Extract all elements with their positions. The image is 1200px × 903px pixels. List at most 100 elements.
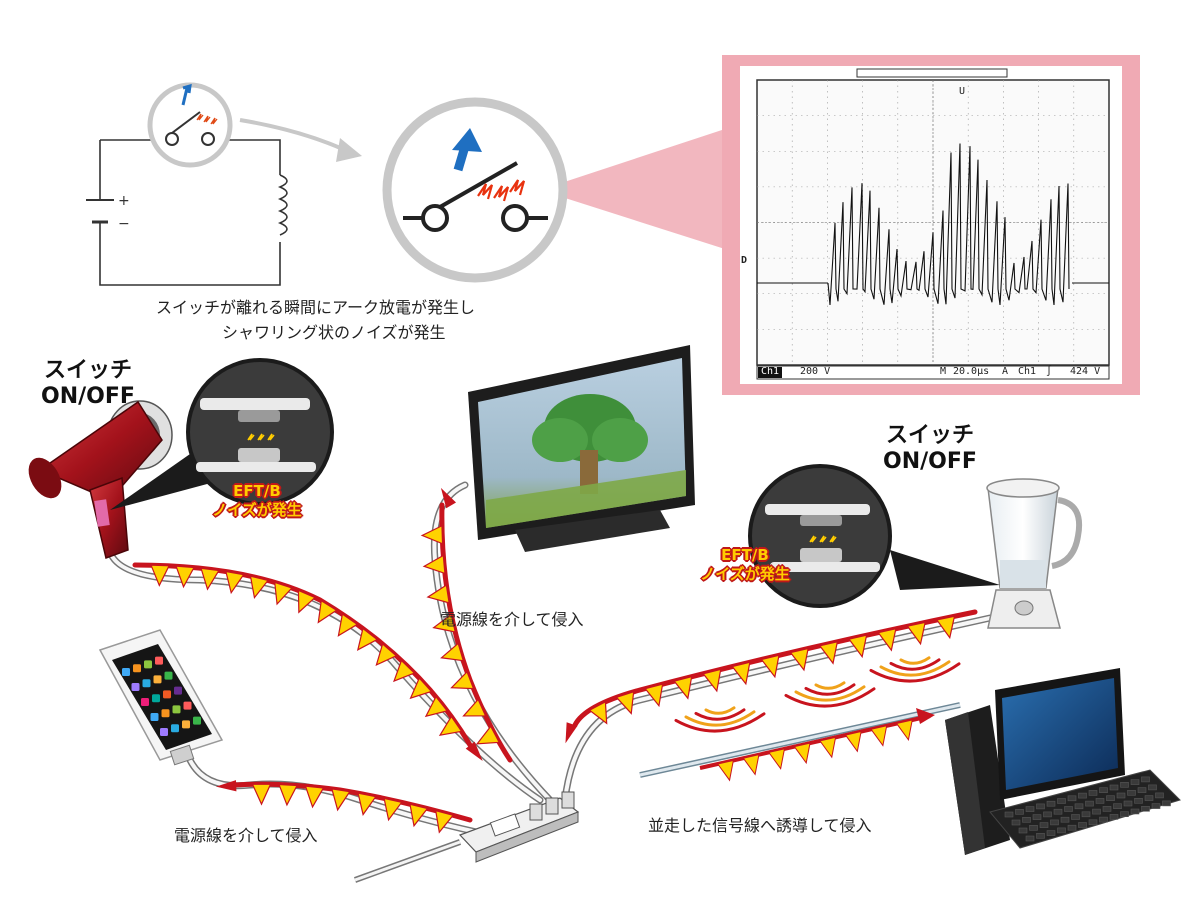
wire-phone-spike bbox=[251, 783, 272, 806]
wire-phone-spike bbox=[304, 785, 325, 809]
induction-wave bbox=[674, 712, 766, 733]
induction-wave bbox=[879, 660, 951, 677]
induction-wave bbox=[869, 662, 961, 683]
left-switch-line2: ON/OFF bbox=[41, 384, 135, 409]
keyboard-key bbox=[1092, 808, 1101, 815]
small-switch-magnifier bbox=[147, 82, 233, 168]
keyboard-key bbox=[1151, 803, 1161, 809]
left-eft-line1: EFT/B bbox=[233, 482, 281, 500]
arrow-blender bbox=[565, 722, 578, 744]
wire-phone-spike bbox=[357, 792, 377, 816]
keyboard-key bbox=[1067, 795, 1077, 802]
keyboard-key bbox=[1144, 795, 1154, 801]
keyboard-key bbox=[1088, 819, 1098, 826]
wire-tv-spike bbox=[440, 642, 465, 662]
large-switch-magnifier bbox=[382, 97, 568, 283]
wire-blender-spike bbox=[789, 647, 809, 672]
keyboard-key bbox=[1050, 819, 1059, 826]
keyboard-key bbox=[1046, 800, 1056, 807]
right-eft-callout bbox=[748, 464, 1000, 608]
keyboard-key bbox=[1043, 811, 1052, 818]
signal-spike bbox=[793, 742, 811, 765]
keyboard-key bbox=[1134, 797, 1143, 804]
keyboard-key bbox=[1106, 795, 1115, 802]
keyboard-key bbox=[1130, 808, 1140, 815]
circuit-caption-line1: スイッチが離れる瞬間にアーク放電が発生し bbox=[156, 298, 476, 317]
left-eft-line2: ノイズが発生 bbox=[212, 501, 302, 519]
wire-blender-spike bbox=[702, 668, 722, 693]
wire-phone-spike bbox=[383, 797, 403, 822]
right-switch-line2: ON/OFF bbox=[883, 449, 977, 474]
wire-tv-spike bbox=[426, 584, 450, 604]
app-icon bbox=[164, 671, 173, 680]
keyboard-key bbox=[1036, 803, 1045, 810]
circuit-schematic bbox=[86, 139, 288, 286]
arrow-dryer bbox=[465, 741, 483, 761]
circuit-caption-line2: シャワリング状のノイズが発生 bbox=[222, 323, 446, 342]
right-switch-label: スイッチ ON/OFF bbox=[870, 423, 990, 475]
wire-phone-noise bbox=[232, 781, 473, 823]
wire-tv-spike bbox=[422, 554, 446, 575]
induction-wave bbox=[684, 710, 756, 727]
app-icon bbox=[163, 690, 171, 699]
osc-trigger-level: 424 V bbox=[1070, 366, 1101, 377]
keyboard-key bbox=[1109, 784, 1119, 791]
battery-plus: + bbox=[118, 193, 130, 209]
wire-tv-spike bbox=[420, 524, 444, 545]
induction-wave bbox=[794, 685, 866, 702]
signal-spike bbox=[716, 759, 734, 782]
wire-dryer-spike bbox=[424, 695, 449, 718]
app-icon bbox=[122, 668, 130, 676]
wire-dryer-spike bbox=[317, 599, 338, 624]
keyboard-key bbox=[1018, 827, 1028, 834]
keyboard-key bbox=[1109, 814, 1119, 820]
left-eft-label: EFT/B ノイズが発生 bbox=[192, 482, 322, 520]
app-icon bbox=[172, 705, 181, 714]
desktop-pc bbox=[945, 668, 1181, 855]
left-eft-callout bbox=[110, 358, 334, 510]
signal-spike bbox=[895, 719, 913, 742]
wire-dryer-spike bbox=[297, 589, 317, 614]
right-eft-line1: EFT/B bbox=[721, 546, 769, 564]
keyboard-key bbox=[1088, 790, 1098, 796]
keyboard-key bbox=[1127, 789, 1136, 796]
wire-blender-spike bbox=[906, 621, 926, 646]
app-icon bbox=[152, 694, 160, 703]
osc-marker-d: D bbox=[741, 255, 748, 266]
wire-blender-spike bbox=[818, 640, 839, 665]
keyboard-key bbox=[1057, 827, 1066, 834]
signal-line bbox=[639, 702, 961, 782]
induction-wave bbox=[804, 683, 856, 696]
wire-dryer-spike bbox=[225, 570, 245, 595]
wire-dryer-spike bbox=[375, 642, 398, 667]
keyboard-key bbox=[1032, 814, 1042, 820]
keyboard-key bbox=[1029, 824, 1038, 831]
wire-blender-spike bbox=[847, 634, 868, 659]
wire-tv-spike bbox=[462, 698, 487, 717]
wire-tv-spike bbox=[432, 613, 456, 633]
keyboard-key bbox=[1053, 808, 1063, 815]
signal-spike bbox=[844, 730, 862, 753]
wire-blender-spike bbox=[760, 654, 780, 679]
signal-line-noise bbox=[699, 714, 931, 770]
wire-phone-spike bbox=[409, 803, 429, 828]
keyboard-key bbox=[1060, 816, 1070, 823]
keyboard-key bbox=[1046, 830, 1056, 836]
app-icon bbox=[183, 701, 192, 710]
television bbox=[468, 345, 695, 552]
osc-trace-burst bbox=[827, 143, 1070, 306]
keyboard-key bbox=[1025, 835, 1035, 842]
induction-wave bbox=[889, 658, 941, 671]
app-icon bbox=[171, 724, 179, 733]
signal-line-core bbox=[639, 703, 961, 777]
induction-wave bbox=[784, 687, 876, 708]
wire-blender-spike bbox=[731, 661, 751, 686]
oscilloscope-panel bbox=[722, 55, 1140, 395]
left-switch-line1: スイッチ bbox=[43, 358, 132, 383]
keyboard-key bbox=[1120, 781, 1129, 788]
wire-blender-spike bbox=[673, 675, 693, 700]
app-icon bbox=[155, 656, 163, 665]
app-icon bbox=[150, 713, 159, 721]
osc-trigger-channel: Ch1 bbox=[1018, 366, 1037, 377]
